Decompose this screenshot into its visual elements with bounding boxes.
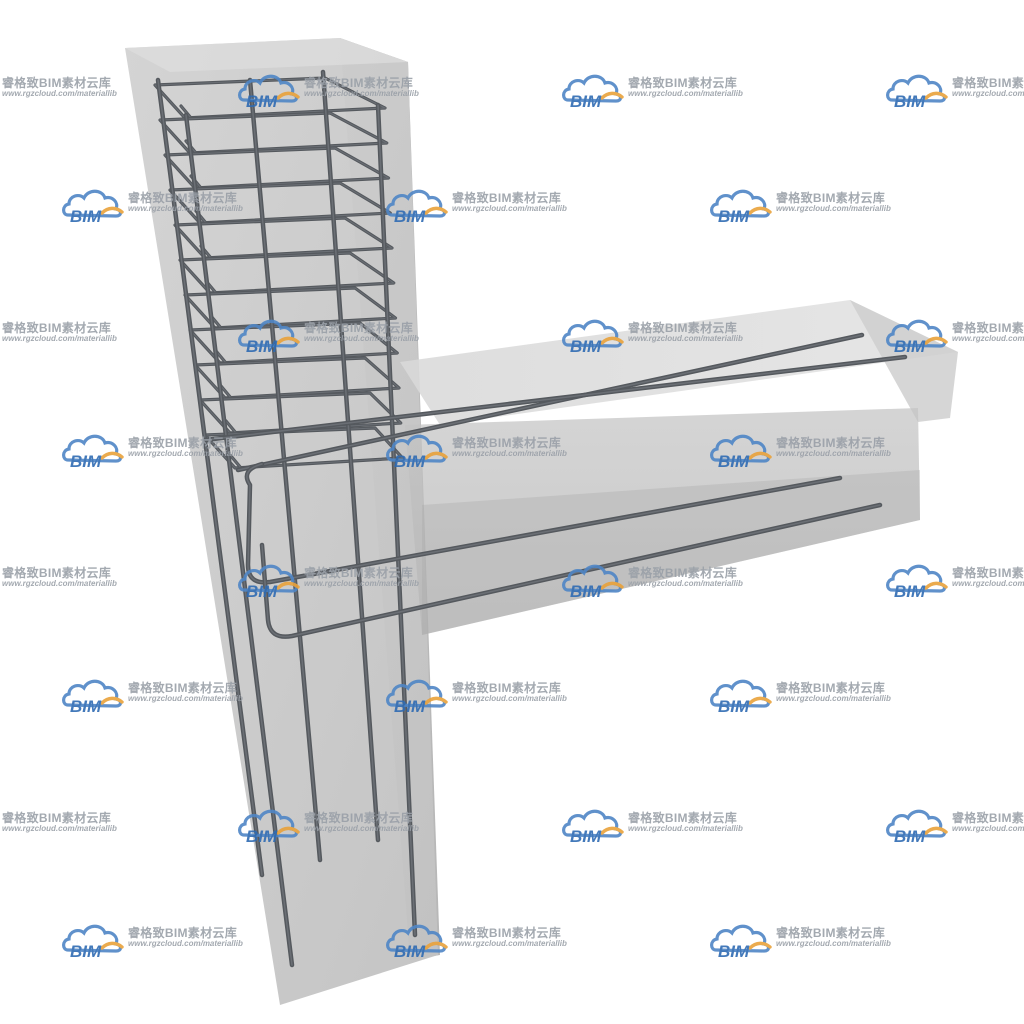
column-vertical-bar-highlight: [157, 79, 263, 876]
column-vertical-bar-highlight: [377, 104, 416, 936]
column-stirrup-highlight: [198, 392, 402, 434]
column-stirrup-highlight: [193, 357, 401, 399]
beam-front-face: [405, 408, 920, 635]
column-vertical-bar-highlight: [322, 71, 379, 841]
column-top-face: [125, 38, 408, 72]
beam-horizontal-bar-highlight: [237, 334, 863, 471]
beam-horizontal-bar-highlight: [204, 356, 906, 441]
beam-top-face: [400, 300, 958, 425]
column-vertical-bar-highlight: [249, 79, 321, 861]
beam-end-face: [850, 300, 958, 422]
column-front-face: [125, 38, 438, 1005]
column-longitudinal-bars: [155, 69, 418, 968]
beam-horizontal-bar-highlight: [261, 504, 881, 638]
